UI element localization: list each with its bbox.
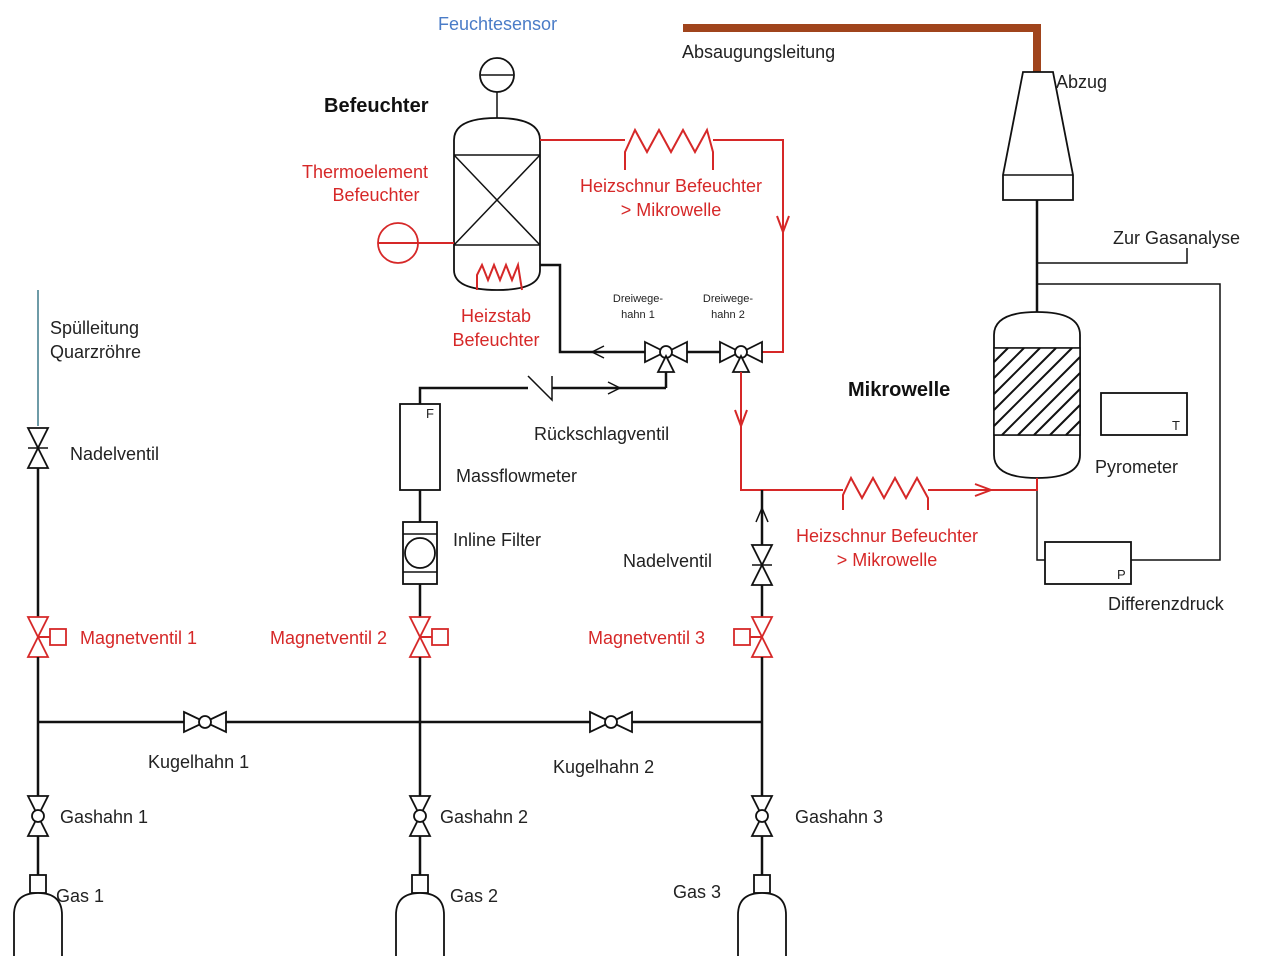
gas-cylinder-2 [395, 874, 445, 956]
label-magnetventil-2: Magnetventil 2 [270, 628, 387, 648]
label-kugelhahn-1: Kugelhahn 1 [148, 752, 249, 772]
label-differenzdruck-mark: P [1117, 567, 1126, 582]
label-abzug: Abzug [1056, 72, 1107, 92]
label-magnetventil-1: Magnetventil 1 [80, 628, 197, 648]
label-gashahn-1: Gashahn 1 [60, 807, 148, 827]
label-heizschnur-top-1: Heizschnur Befeuchter [580, 176, 762, 196]
microwave-reactor [993, 311, 1081, 479]
label-mikrowelle: Mikrowelle [848, 379, 950, 401]
label-dreiwege1-2: hahn 1 [621, 309, 655, 321]
gas-analysis-line [1037, 248, 1188, 264]
label-gas-2: Gas 2 [450, 886, 498, 906]
label-inline-filter: Inline Filter [453, 530, 541, 550]
massflowmeter-box [399, 403, 441, 491]
heated-line-bottom [740, 372, 843, 491]
label-feuchtesensor: Feuchtesensor [438, 14, 557, 34]
exhaust-line [683, 24, 1041, 72]
ball-valve-2 [589, 710, 633, 734]
label-heizschnur-top-2: > Mikrowelle [621, 200, 722, 220]
gas-cylinder-1 [13, 874, 63, 956]
label-massflowmeter-mark: F [426, 406, 434, 421]
label-dreiwege2-2: hahn 2 [711, 309, 745, 321]
magnet-valve-1 [26, 616, 67, 658]
label-dreiwege1-1: Dreiwege- [613, 293, 663, 305]
pyrometer-box [1100, 392, 1188, 436]
magnet-valve-3 [733, 616, 774, 658]
label-kugelhahn-2: Kugelhahn 2 [553, 757, 654, 777]
label-gas-3: Gas 3 [673, 882, 721, 902]
needle-valve-1 [26, 427, 50, 469]
mfc-outlet-line [418, 386, 528, 404]
gas-valve-1 [26, 795, 50, 837]
heating-coil-bottom [842, 475, 929, 510]
inline-filter [402, 521, 438, 585]
label-heizstab-1: Heizstab [461, 306, 531, 326]
label-pyrometer-mark: T [1172, 418, 1180, 433]
three-way-valve-1 [644, 340, 688, 373]
humidifier-vessel [453, 117, 541, 291]
label-heizschnur-bottom-2: > Mikrowelle [837, 550, 938, 570]
humidifier-outlet-line [540, 263, 645, 354]
label-nadelventil-1: Nadelventil [70, 444, 159, 464]
label-spuelleitung-2: Quarzröhre [50, 342, 141, 362]
heater-rod-symbol [476, 261, 523, 291]
differential-pressure-box [1044, 541, 1132, 585]
label-absaugungsleitung: Absaugungsleitung [682, 42, 835, 62]
heating-coil-top [624, 127, 714, 170]
label-thermoelement-2: Befeuchter [332, 185, 419, 205]
label-nadelventil-2: Nadelventil [623, 551, 712, 571]
needle-valve-2 [750, 544, 774, 586]
label-thermoelement-1: Thermoelement [302, 162, 428, 182]
gas-valve-3 [750, 795, 774, 837]
label-rueckschlagventil: Rückschlagventil [534, 424, 669, 444]
label-befeuchter: Befeuchter [324, 95, 429, 117]
label-differenzdruck: Differenzdruck [1108, 594, 1225, 614]
label-spuelleitung-1: Spülleitung [50, 318, 139, 338]
diff-pressure-line-top [1037, 283, 1221, 561]
label-pyrometer: Pyrometer [1095, 457, 1178, 477]
label-heizstab-2: Befeuchter [452, 330, 539, 350]
label-magnetventil-3: Magnetventil 3 [588, 628, 705, 648]
label-zur-gasanalyse: Zur Gasanalyse [1113, 228, 1240, 248]
label-massflowmeter: Massflowmeter [456, 466, 577, 486]
gas-valve-2 [408, 795, 432, 837]
label-gashahn-2: Gashahn 2 [440, 807, 528, 827]
gas-cylinder-3 [737, 874, 787, 956]
three-way-valve-2 [719, 340, 763, 373]
label-gas-1: Gas 1 [56, 886, 104, 906]
magnet-valve-2 [408, 616, 449, 658]
label-gashahn-3: Gashahn 3 [795, 807, 883, 827]
label-dreiwege2-1: Dreiwege- [703, 293, 753, 305]
label-heizschnur-bottom-1: Heizschnur Befeuchter [796, 526, 978, 546]
check-valve [527, 375, 553, 402]
ball-valve-1 [183, 710, 227, 734]
